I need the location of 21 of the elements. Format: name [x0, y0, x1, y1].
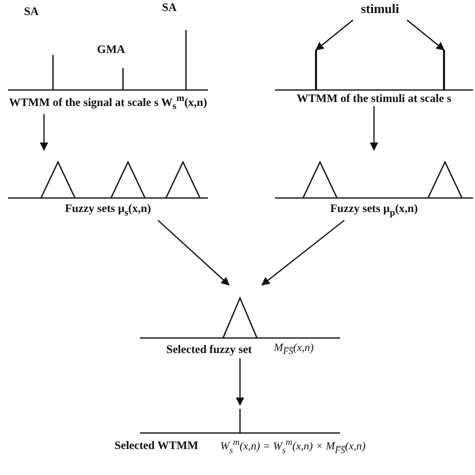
arrow [40, 114, 48, 151]
arrow [370, 106, 378, 151]
caption-text: WTMM of the signal at scale s W$_{s}$$^{m}$(x,n) [8, 92, 208, 114]
signal-label: SA [162, 2, 177, 14]
spike-line [315, 50, 317, 90]
caption-text: Fuzzy sets μ$_{s}$(x,n) [64, 202, 152, 220]
arrow [261, 220, 345, 286]
caption-text: WTMM of the stimuli at scale s [296, 92, 452, 106]
arrow [406, 20, 445, 51]
caption-text: Fuzzy sets μ$_{p}$(x,n) [329, 202, 419, 220]
signal-label: GMA [97, 44, 126, 56]
arrow [315, 20, 354, 51]
spike-line [443, 50, 445, 90]
formula-text: M$_{F̅S̅}$(x,n) [274, 341, 314, 358]
caption-text: Selected WTMM [114, 438, 198, 453]
formula-text: W$_{s}$$^{m}$(x,n) = W$_{s}$$^{m}$(x,n) × M$_{F̅S̅}$(x,n) [220, 436, 366, 457]
arrow [236, 358, 244, 406]
arrow [158, 220, 230, 286]
caption-text: Selected fuzzy set [166, 342, 252, 357]
caption-text: stimuli [360, 2, 400, 16]
signal-label: SA [24, 6, 39, 18]
